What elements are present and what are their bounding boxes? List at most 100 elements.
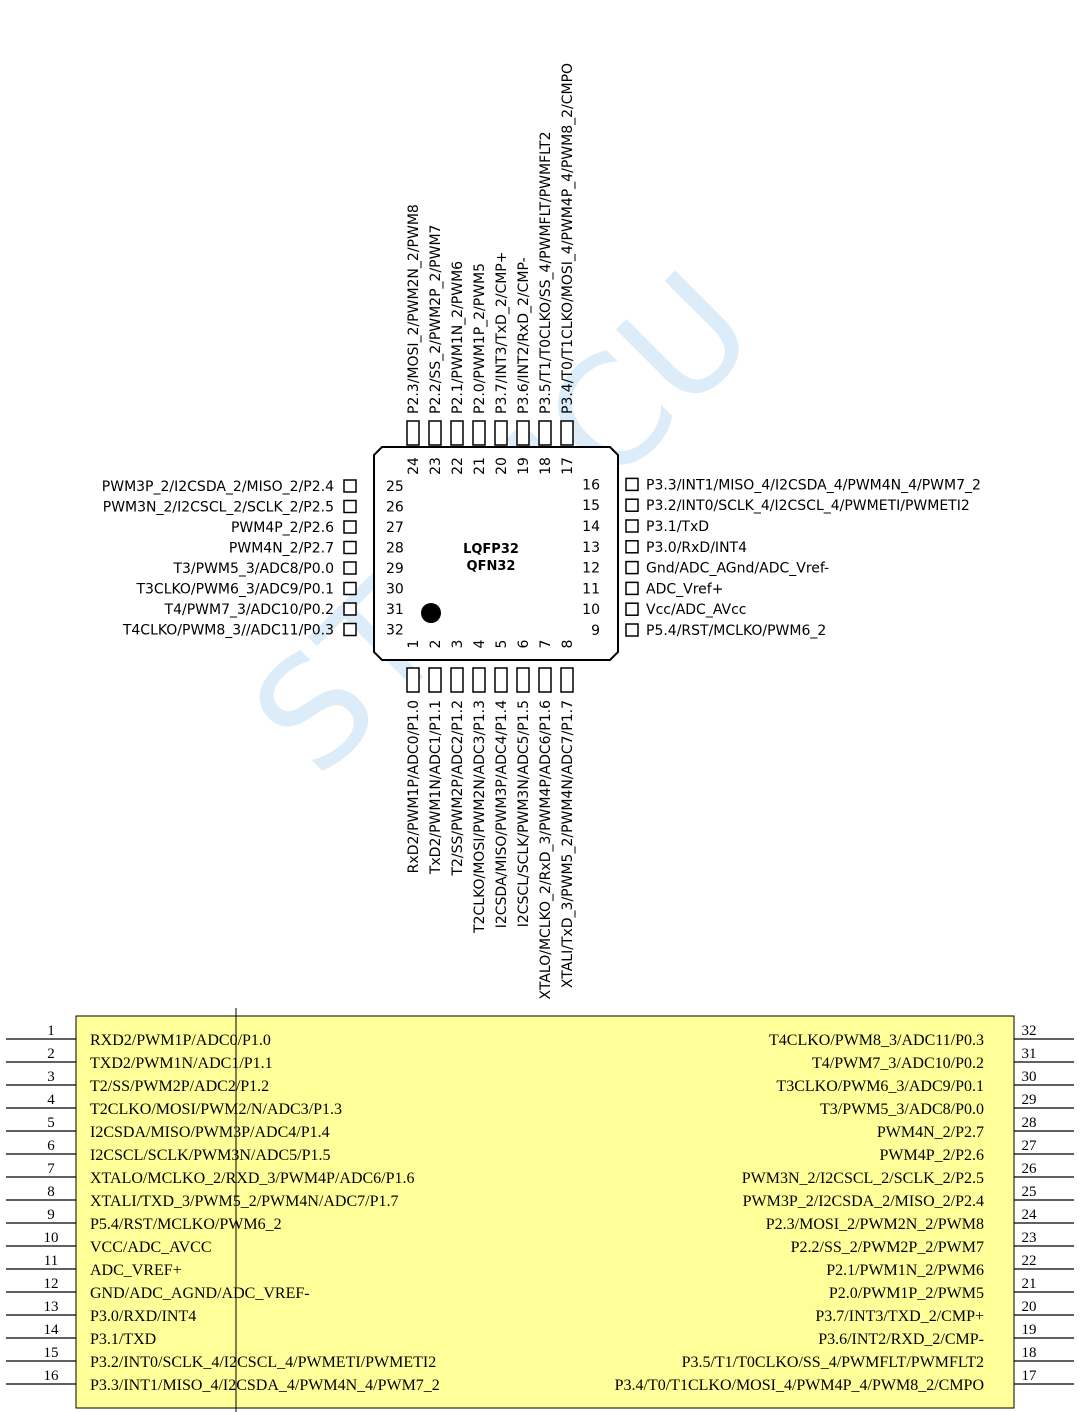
pin-pad-18 (538, 420, 552, 446)
symbol-pin-number-13: 13 (44, 1299, 59, 1315)
pin-label-26: PWM3N_2/I2CSCL_2/SCLK_2/P2.5 (103, 500, 334, 516)
symbol-pin-number-2: 2 (47, 1046, 55, 1062)
symbol-pin-number-14: 14 (44, 1322, 60, 1338)
pin-pad-6 (516, 667, 530, 693)
symbol-pin-number-21: 21 (1022, 1276, 1037, 1292)
symbol-body (75, 1015, 1015, 1409)
symbol-pin-label-17: P3.4/T0/T1CLKO/MOSI_4/PWM4P_4/PWM8_2/CMP… (615, 1377, 984, 1394)
pin-pad-2 (428, 667, 442, 693)
pin-label-15: P3.2/INT0/SCLK_4/I2CSCL_4/PWMETI/PWMETI2 (646, 498, 970, 514)
package-label-lqfp: LQFP32 (463, 542, 519, 557)
pin-label-3: T2/SS/PWM2P/ADC2/P1.2 (450, 700, 466, 877)
symbol-pin-label-24: P2.3/MOSI_2/PWM2N_2/PWM8 (766, 1216, 984, 1233)
pin-number-3: 3 (450, 640, 466, 649)
pin-label-19: P3.6/INT2/RxD_2/CMP- (516, 257, 532, 414)
pin-number-11: 11 (582, 581, 600, 597)
pin-number-21: 21 (472, 457, 488, 475)
symbol-pin-number-17: 17 (1022, 1368, 1038, 1384)
pin-pad-25 (343, 479, 357, 493)
pin-pad-16 (625, 477, 639, 492)
pin-label-6: I2CSCL/SCLK/PWM3N/ADC5/P1.5 (516, 700, 532, 927)
symbol-pin-label-25: PWM3P_2/I2CSDA_2/MISO_2/P2.4 (743, 1193, 984, 1210)
pin-label-13: P3.0/RxD/INT4 (646, 540, 747, 556)
pin-pad-14 (625, 519, 639, 533)
pin-number-30: 30 (386, 582, 404, 598)
pin-number-20: 20 (494, 457, 510, 475)
symbol-pin-label-23: P2.2/SS_2/PWM2P_2/PWM7 (791, 1239, 984, 1256)
pin-pad-11 (625, 581, 639, 596)
symbol-pin-number-7: 7 (47, 1161, 55, 1177)
pin-number-8: 8 (560, 640, 576, 649)
pin-pad-26 (343, 499, 357, 514)
pin-pad-17 (560, 420, 574, 446)
symbol-pin-label-14: P3.1/TXD (90, 1331, 156, 1348)
pin-label-30: T3CLKO/PWM6_3/ADC9/P0.1 (135, 582, 334, 598)
pin-number-29: 29 (386, 561, 404, 577)
symbol-pin-number-22: 22 (1022, 1253, 1037, 1269)
symbol-pin-label-4: T2CLKO/MOSI/PWM2/N/ADC3/P1.3 (90, 1101, 342, 1118)
symbol-pin-number-20: 20 (1022, 1299, 1037, 1315)
pin-number-10: 10 (582, 602, 600, 618)
package-label-qfn: QFN32 (467, 559, 516, 574)
pin-number-18: 18 (538, 457, 554, 475)
pin-label-25: PWM3P_2/I2CSDA_2/MISO_2/P2.4 (102, 479, 334, 495)
symbol-pin-number-32: 32 (1022, 1023, 1037, 1039)
symbol-pin-number-23: 23 (1022, 1230, 1037, 1246)
pin-number-1: 1 (406, 640, 422, 649)
pin-label-27: PWM4P_2/P2.6 (231, 520, 334, 536)
pin-pad-32 (343, 622, 357, 637)
symbol-pin-label-12: GND/ADC_AGND/ADC_VREF- (90, 1285, 310, 1302)
pin-label-17: P3.4/T0/T1CLKO/MOSI_4/PWM4P_4/PWM8_2/CMP… (560, 63, 576, 414)
pin-label-18: P3.5/T1/T0CLKO/SS_4/PWMFLT/PWMFLT2 (538, 132, 554, 415)
symbol-pin-number-29: 29 (1022, 1092, 1037, 1108)
symbol-pin-number-3: 3 (47, 1069, 55, 1085)
pin-label-24: P2.3/MOSI_2/PWM2N_2/PWM8 (406, 204, 422, 414)
pin-label-10: Vcc/ADC_AVcc (646, 602, 746, 618)
symbol-pin-number-25: 25 (1022, 1184, 1037, 1200)
pin-label-14: P3.1/TxD (646, 519, 709, 535)
pin-pad-24 (406, 420, 420, 446)
symbol-pin-label-11: ADC_VREF+ (90, 1262, 182, 1279)
symbol-pin-number-4: 4 (47, 1092, 55, 1108)
pin-number-17: 17 (560, 457, 576, 475)
pin-label-22: P2.1/PWM1N_2/PWM6 (450, 261, 466, 414)
pin-label-29: T3/PWM5_3/ADC8/P0.0 (172, 561, 334, 577)
symbol-pin-label-26: PWM3N_2/I2CSCL_2/SCLK_2/P2.5 (742, 1170, 984, 1187)
symbol-pin-number-24: 24 (1022, 1207, 1038, 1223)
symbol-pin-number-15: 15 (44, 1345, 59, 1361)
pin-label-7: XTALO/MCLKO_2/RxD_3/PWM4P/ADC6/P1.6 (538, 700, 554, 1000)
symbol-pin-number-27: 27 (1022, 1138, 1038, 1154)
symbol-pin-number-5: 5 (47, 1115, 55, 1131)
symbol-pin-number-9: 9 (47, 1207, 55, 1223)
symbol-pin-label-21: P2.0/PWM1P_2/PWM5 (829, 1285, 984, 1302)
pin-pad-4 (472, 667, 486, 693)
symbol-pin-number-6: 6 (47, 1138, 55, 1154)
pin-label-4: T2CLKO/MOSI/PWM2N/ADC3/P1.3 (472, 700, 488, 934)
pin-number-32: 32 (386, 623, 404, 639)
pin-number-26: 26 (386, 500, 404, 516)
pin-number-19: 19 (516, 457, 532, 475)
pin-label-12: Gnd/ADC_AGnd/ADC_Vref- (646, 561, 829, 577)
pin-pad-23 (428, 420, 442, 446)
pin-number-31: 31 (386, 602, 404, 618)
symbol-pin-label-16: P3.3/INT1/MISO_4/I2CSDA_4/PWM4N_4/PWM7_2 (90, 1377, 440, 1394)
symbol-pin-label-2: TXD2/PWM1N/ADC1/P1.1 (90, 1055, 273, 1072)
symbol-pin-number-31: 31 (1022, 1046, 1037, 1062)
symbol-pin-number-1: 1 (47, 1023, 55, 1039)
pin-number-6: 6 (516, 639, 532, 648)
pin-pad-28 (343, 540, 357, 555)
symbol-pin-number-16: 16 (44, 1368, 60, 1384)
pin-number-5: 5 (494, 640, 510, 649)
symbol-pin-label-19: P3.6/INT2/RXD_2/CMP- (818, 1331, 984, 1348)
symbol-pin-label-27: PWM4P_2/P2.6 (880, 1147, 984, 1164)
symbol-pin-number-8: 8 (47, 1184, 55, 1200)
pin-number-27: 27 (386, 520, 404, 536)
pin-label-28: PWM4N_2/P2.7 (229, 541, 334, 557)
pin-label-31: T4/PWM7_3/ADC10/P0.2 (164, 602, 334, 618)
symbol-pin-label-13: P3.0/RXD/INT4 (90, 1308, 196, 1325)
pin1-dot (421, 603, 441, 623)
pin-label-5: I2CSDA/MISO/PWM3P/ADC4/P1.4 (494, 700, 510, 928)
symbol-pins: 1RXD2/PWM1P/ADC0/P1.02TXD2/PWM1N/ADC1/P1… (6, 1023, 1074, 1394)
symbol-pin-number-11: 11 (44, 1253, 58, 1269)
